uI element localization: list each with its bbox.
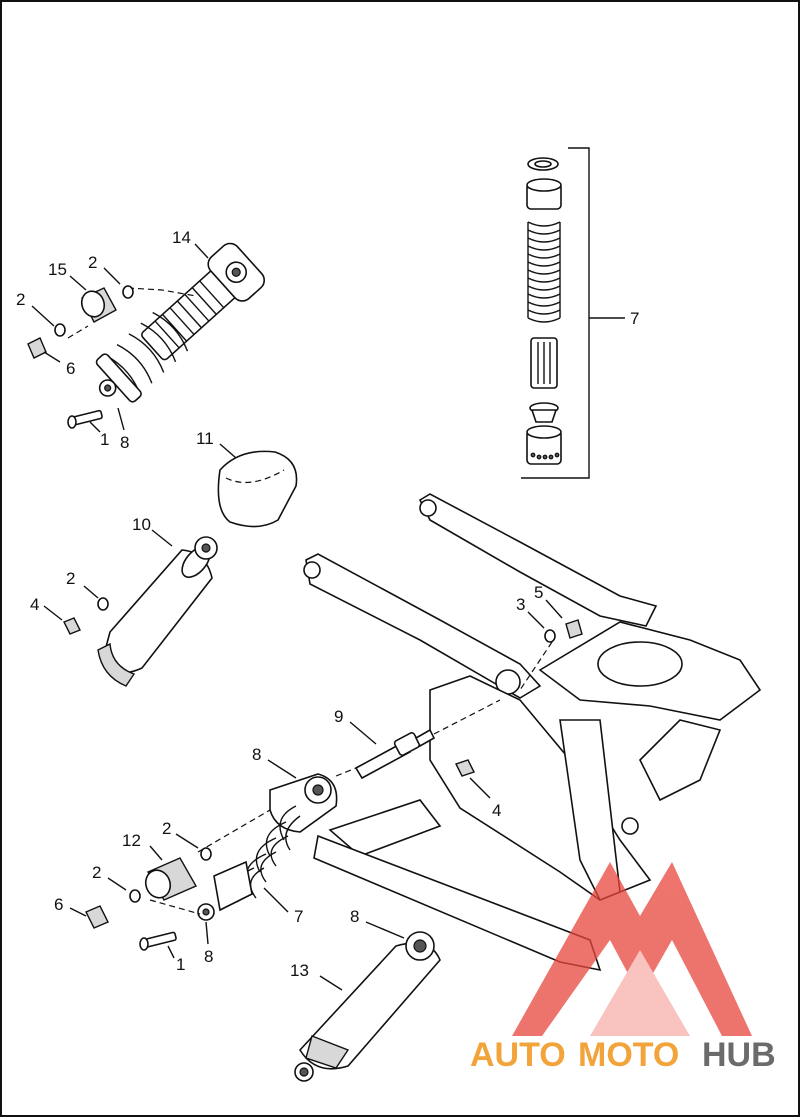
spring-assembly-exploded	[521, 147, 625, 479]
callout-8-shock13: 8	[350, 907, 359, 926]
callout-15: 15	[48, 260, 67, 279]
mounting-stud-9	[354, 728, 436, 780]
callout-5: 5	[534, 583, 543, 602]
logo-inner-triangle	[590, 950, 690, 1036]
upper-spacer-15	[80, 287, 117, 323]
right-nut	[565, 619, 583, 639]
adjuster-holes	[530, 452, 560, 460]
upper-bolt	[67, 409, 103, 429]
callout-8-lower-bottom: 8	[204, 947, 213, 966]
leader-lines	[31, 243, 563, 991]
shock-body-13	[294, 931, 441, 1082]
callout-6-lower: 6	[54, 895, 63, 914]
callout-9: 9	[334, 707, 343, 726]
callout-4-right: 4	[492, 801, 501, 820]
lower-bolt	[139, 931, 177, 951]
watermark-moto: MOTO	[578, 1036, 679, 1074]
callout-12: 12	[122, 831, 141, 850]
callout-8-upper: 8	[120, 433, 129, 452]
lower-washer-left	[129, 889, 141, 903]
callout-6-upper: 6	[66, 359, 75, 378]
callout-2-upper-left: 2	[16, 290, 25, 309]
stud-nut	[455, 759, 475, 777]
assembly-bracket	[521, 147, 590, 479]
watermark-hub: HUB	[702, 1036, 776, 1074]
callout-2-mid: 2	[66, 569, 75, 588]
swingarm-frame	[303, 493, 762, 972]
callout-11: 11	[196, 429, 214, 448]
callout-14-upper: 14	[172, 228, 191, 247]
shock-cover-11	[217, 450, 298, 528]
logo-mark	[512, 862, 752, 1036]
lower-cap-nut	[85, 905, 109, 929]
shock-body-10	[97, 536, 218, 687]
callout-labels: 14 2 15 2 6 1 8 11 10 2 4 7 3 5 9 4 8 12…	[16, 228, 639, 980]
callout-3: 3	[516, 595, 525, 614]
callout-1-upper: 1	[100, 430, 109, 449]
lower-shock-absorber	[197, 773, 338, 921]
callout-7-lower: 7	[294, 907, 303, 926]
mid-nut	[63, 617, 81, 635]
callout-2-lower-right: 2	[162, 819, 171, 838]
lower-spacer-12	[144, 857, 197, 901]
upper-cap-nut	[27, 337, 47, 359]
callout-8-lower-top: 8	[252, 745, 261, 764]
right-washer	[544, 629, 556, 643]
upper-washer-left	[54, 323, 66, 337]
callout-13: 13	[290, 961, 309, 980]
watermark-logo	[512, 862, 752, 1036]
callout-10: 10	[132, 515, 151, 534]
callout-4-mid: 4	[30, 595, 39, 614]
assembly-line	[127, 287, 197, 297]
upper-shock-absorber	[95, 242, 266, 403]
mid-washer	[97, 597, 109, 611]
callout-7-assembly: 7	[630, 309, 639, 328]
callout-1-lower: 1	[176, 955, 185, 974]
coil-spring	[527, 221, 561, 323]
callout-2-lower-left: 2	[92, 863, 101, 882]
callout-2-upper-right: 2	[88, 253, 97, 272]
lower-washer-upper	[200, 847, 212, 861]
upper-washer	[122, 285, 134, 299]
watermark-text: AUTO MOTO HUB	[470, 1036, 776, 1074]
watermark-auto: AUTO	[470, 1036, 566, 1074]
